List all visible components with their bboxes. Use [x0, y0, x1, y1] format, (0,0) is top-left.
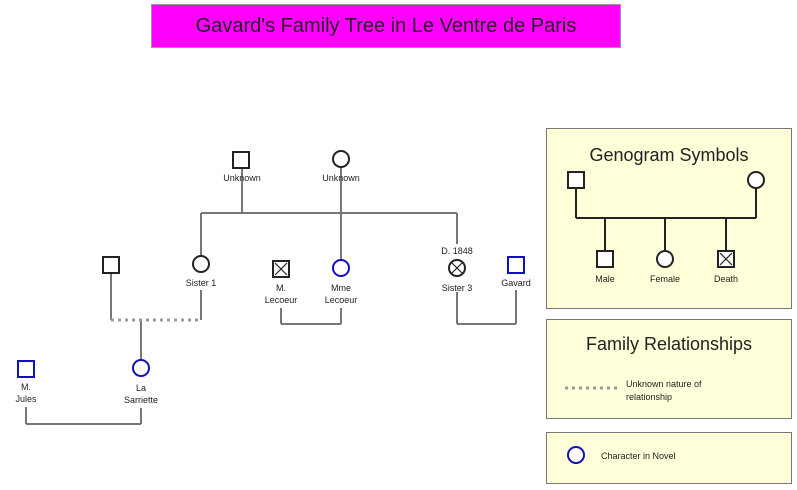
diagram-title-text: Gavard's Family Tree in Le Ventre de Par… — [195, 14, 577, 37]
mme-lecoeur-label-line2: Lecoeur — [324, 295, 358, 305]
la-sarriette-label-line1: La — [135, 383, 147, 393]
m-lecoeur-death-symbol — [272, 260, 290, 278]
la-sarriette-character-symbol — [132, 359, 150, 377]
legend-female-label: Female — [649, 274, 681, 284]
sister1-partner-male-symbol — [102, 256, 120, 274]
sister3-death-symbol — [448, 259, 466, 277]
legend-death-symbol — [717, 250, 735, 268]
gavard-character-symbol — [507, 256, 525, 274]
m-jules-character-symbol — [17, 360, 35, 378]
sister1-label: Sister 1 — [185, 278, 217, 288]
gf-unknown-label: Unknown — [223, 173, 261, 183]
m-jules-label-line1: M. — [20, 382, 31, 392]
legend-male-symbol — [596, 250, 614, 268]
relationship-lines — [25, 168, 517, 425]
gm-unknown-label: Unknown — [322, 173, 360, 183]
sister3-death-note: D. 1848 — [441, 246, 473, 256]
legend-unknown-label-line1: Unknown nature of — [626, 379, 702, 389]
m-jules-label: M. Jules — [15, 381, 36, 405]
legend-female-symbol — [656, 250, 674, 268]
genogram-symbols-title: Genogram Symbols — [589, 145, 749, 165]
family-relationships-panel: Family Relationships — [546, 319, 792, 419]
legend-death-label: Death — [713, 274, 739, 284]
m-lecoeur-label-line1: M. — [276, 283, 286, 293]
la-sarriette-label-line2: Sarriette — [123, 395, 159, 405]
mme-lecoeur-label-line1: Mme — [331, 283, 351, 293]
character-legend-panel — [546, 432, 792, 484]
m-lecoeur-label: M. Lecoeur — [265, 282, 298, 306]
mme-lecoeur-character-symbol — [332, 259, 350, 277]
legend-unknown-label-line2: relationship — [626, 392, 673, 402]
m-lecoeur-label-line2: Lecoeur — [264, 295, 298, 305]
diagram-title: Gavard's Family Tree in Le Ventre de Par… — [151, 4, 621, 48]
gf-unknown-male-symbol — [232, 151, 250, 169]
legend-male-label: Male — [595, 274, 615, 284]
mme-lecoeur-label: Mme Lecoeur — [325, 282, 358, 306]
legend-character-symbol — [567, 446, 585, 464]
gm-unknown-female-symbol — [332, 150, 350, 168]
la-sarriette-label: La Sarriette — [124, 382, 158, 406]
family-relationships-title: Family Relationships — [585, 334, 753, 354]
gavard-label: Gavard — [501, 278, 531, 288]
legend-character-label: Character in Novel — [601, 451, 676, 461]
sister1-female-symbol — [192, 255, 210, 273]
genogram-legend-graphic — [567, 171, 765, 268]
sister3-label: Sister 3 — [441, 283, 473, 293]
m-jules-label-line2: Jules — [15, 394, 37, 404]
legend-unknown-relationship-label: Unknown nature of relationship — [626, 378, 702, 404]
